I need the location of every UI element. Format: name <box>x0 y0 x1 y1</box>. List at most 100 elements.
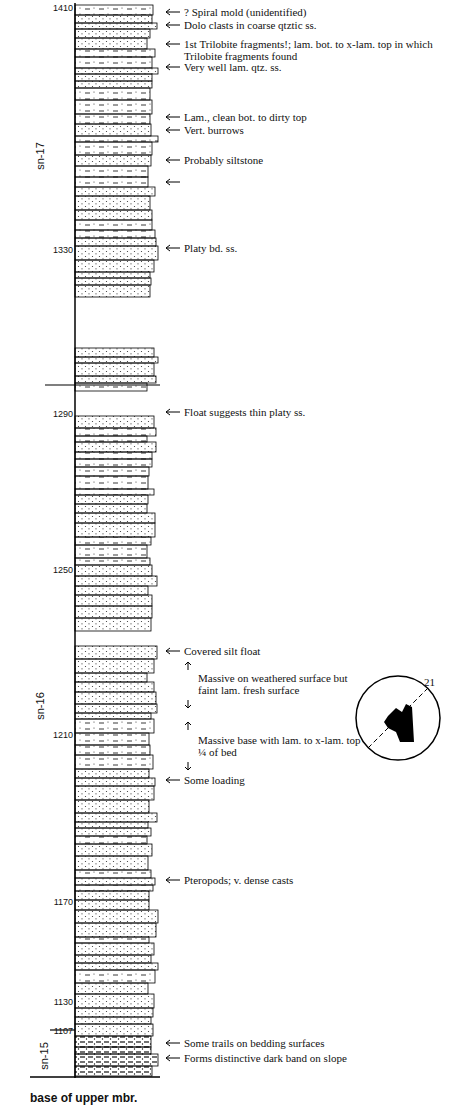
bed <box>75 659 154 673</box>
leader-arrow <box>166 9 180 15</box>
leader-arrow <box>166 648 180 654</box>
bed <box>75 177 148 187</box>
bed <box>75 963 158 970</box>
bed <box>75 1066 152 1076</box>
depth-number: 1210 <box>40 729 73 741</box>
bed <box>75 885 153 891</box>
bed <box>75 5 153 15</box>
bed <box>75 210 152 220</box>
bed <box>75 1017 151 1024</box>
bed <box>75 436 147 442</box>
bed <box>75 278 151 285</box>
bed <box>75 523 155 537</box>
depth-number: 1410 <box>40 2 73 14</box>
bed <box>75 586 148 595</box>
bed <box>75 376 156 383</box>
bed <box>75 100 152 114</box>
bed <box>75 467 149 476</box>
bed <box>75 1047 151 1054</box>
bed <box>75 489 154 495</box>
annotation: ? Spiral mold (unidentified) <box>184 6 434 18</box>
bed <box>75 187 155 196</box>
bed <box>75 970 155 983</box>
annotation: Some loading <box>184 774 434 786</box>
annotation: Very well lam. qtz. ss. <box>184 61 434 73</box>
bed <box>75 452 152 459</box>
depth-number: 1290 <box>40 408 73 420</box>
bed <box>75 606 152 618</box>
leader-arrow <box>166 157 180 163</box>
bed <box>75 88 150 100</box>
bed <box>75 260 154 272</box>
bed <box>75 68 158 74</box>
bed <box>75 955 151 963</box>
bed <box>75 29 150 38</box>
bed <box>75 363 154 376</box>
leader-arrow <box>166 22 180 28</box>
depth-number: 1107 <box>40 1025 73 1037</box>
bed <box>75 856 148 870</box>
bed <box>75 357 158 363</box>
bed <box>75 836 147 844</box>
unit-label: sn-16 <box>34 692 46 720</box>
depth-number: 1250 <box>40 564 73 576</box>
annotation: Lam., clean bot. to dirty top <box>184 111 434 123</box>
bed <box>75 136 158 142</box>
bed <box>75 513 155 523</box>
leader-arrow <box>166 877 180 883</box>
annotation: Covered silt float <box>184 645 434 657</box>
bed <box>75 383 147 391</box>
bed <box>75 565 152 576</box>
bed <box>75 114 150 124</box>
bed <box>75 813 157 822</box>
bed <box>75 495 148 504</box>
bed <box>75 704 157 713</box>
orientation-circle <box>356 676 440 760</box>
bed <box>75 428 156 436</box>
bed <box>75 558 150 565</box>
bed <box>75 272 150 278</box>
bed <box>75 220 152 230</box>
bed <box>75 891 149 900</box>
bed <box>75 994 154 1008</box>
bed <box>75 124 151 136</box>
leader-arrow <box>166 409 180 415</box>
leader-arrow <box>166 1055 180 1061</box>
bed <box>75 745 150 755</box>
bed <box>75 38 147 49</box>
bed <box>75 196 150 210</box>
bed <box>75 155 151 166</box>
bed <box>75 900 149 910</box>
bed <box>75 166 148 177</box>
bed <box>75 618 151 631</box>
annotation: Float suggests thin platy ss. <box>184 406 434 418</box>
bed <box>75 459 152 467</box>
annotation: Massive base with lam. to x-lam. top ¼ o… <box>198 734 363 758</box>
bed <box>75 545 147 558</box>
bed <box>75 870 151 878</box>
bed <box>75 755 153 769</box>
bed <box>75 1036 151 1047</box>
depth-number: 1330 <box>40 244 73 256</box>
extent-arrow <box>185 722 191 730</box>
bed <box>75 822 148 828</box>
bed <box>75 15 152 23</box>
leader-arrow <box>166 64 180 70</box>
annotation: Some trails on bedding surfaces <box>184 1037 434 1049</box>
bed <box>75 238 156 246</box>
bed <box>75 682 154 692</box>
bed <box>75 719 154 733</box>
bed <box>75 504 147 513</box>
bed <box>75 673 147 682</box>
bed <box>75 878 155 885</box>
annotation: Probably siltstone <box>184 154 434 166</box>
annotation: 1st Trilobite fragments!; lam. bot. to x… <box>184 38 434 62</box>
bed <box>75 1008 153 1017</box>
bed <box>75 81 152 88</box>
bed <box>75 23 157 29</box>
bed <box>75 74 152 81</box>
bed <box>75 844 152 856</box>
depth-number: 1130 <box>40 996 73 1008</box>
base-label: base of upper mbr. <box>30 1092 137 1104</box>
